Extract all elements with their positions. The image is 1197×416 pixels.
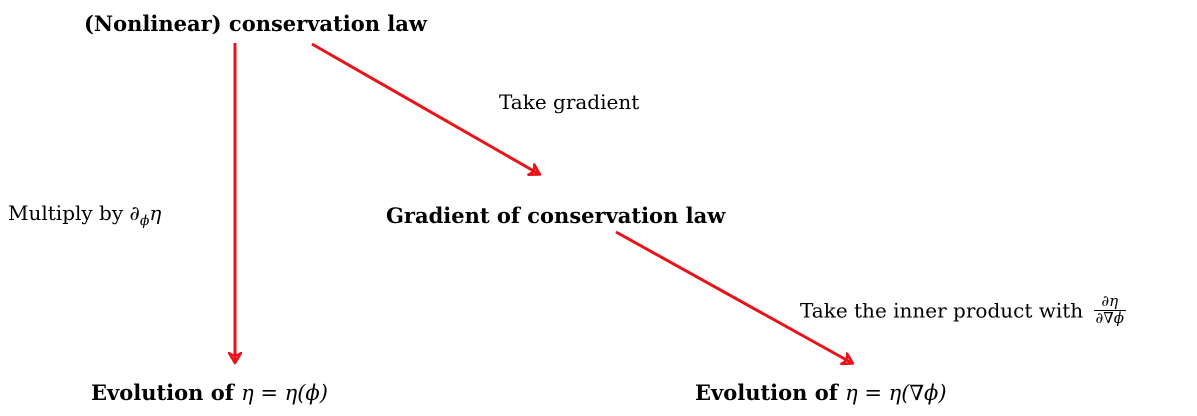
inner-product-fraction-denominator: ∂∇ϕ bbox=[1095, 308, 1124, 327]
edge-label-multiply-op: ∂ bbox=[129, 201, 140, 225]
inner-product-fraction: ∂η ∂∇ϕ bbox=[1093, 293, 1126, 327]
node-gradient-law-text: Gradient of conservation law bbox=[386, 203, 726, 228]
node-evolution-grad-phi-math: η = η(∇ϕ) bbox=[845, 381, 947, 405]
node-evolution-phi: Evolution of η = η(ϕ) bbox=[91, 382, 328, 404]
edge-label-multiply-var: η bbox=[149, 201, 162, 225]
node-evolution-grad-phi-prefix: Evolution of bbox=[695, 380, 838, 405]
node-evolution-grad-phi: Evolution of η = η(∇ϕ) bbox=[695, 382, 947, 404]
node-conservation-law-text: (Nonlinear) conservation law bbox=[84, 11, 427, 36]
edge-label-multiply-prefix: Multiply by bbox=[8, 201, 124, 225]
inner-product-fraction-numerator: ∂η bbox=[1093, 293, 1126, 311]
node-evolution-phi-prefix: Evolution of bbox=[91, 380, 234, 405]
edge-label-inner-product-prefix: Take the inner product with bbox=[800, 298, 1084, 323]
arrow-inner-product bbox=[615, 230, 852, 363]
edge-label-multiply-sub: ϕ bbox=[139, 213, 150, 229]
edge-label-take-gradient: Take gradient bbox=[499, 92, 639, 112]
edge-label-multiply: Multiply by ∂ϕη bbox=[8, 203, 161, 228]
arrow-take-gradient bbox=[311, 42, 539, 174]
edge-label-take-gradient-text: Take gradient bbox=[499, 90, 640, 114]
node-gradient-law: Gradient of conservation law bbox=[386, 205, 725, 226]
node-conservation-law: (Nonlinear) conservation law bbox=[84, 13, 427, 34]
node-evolution-phi-math: η = η(ϕ) bbox=[241, 381, 328, 405]
edge-label-inner-product: Take the inner product with ∂η ∂∇ϕ bbox=[800, 293, 1126, 327]
